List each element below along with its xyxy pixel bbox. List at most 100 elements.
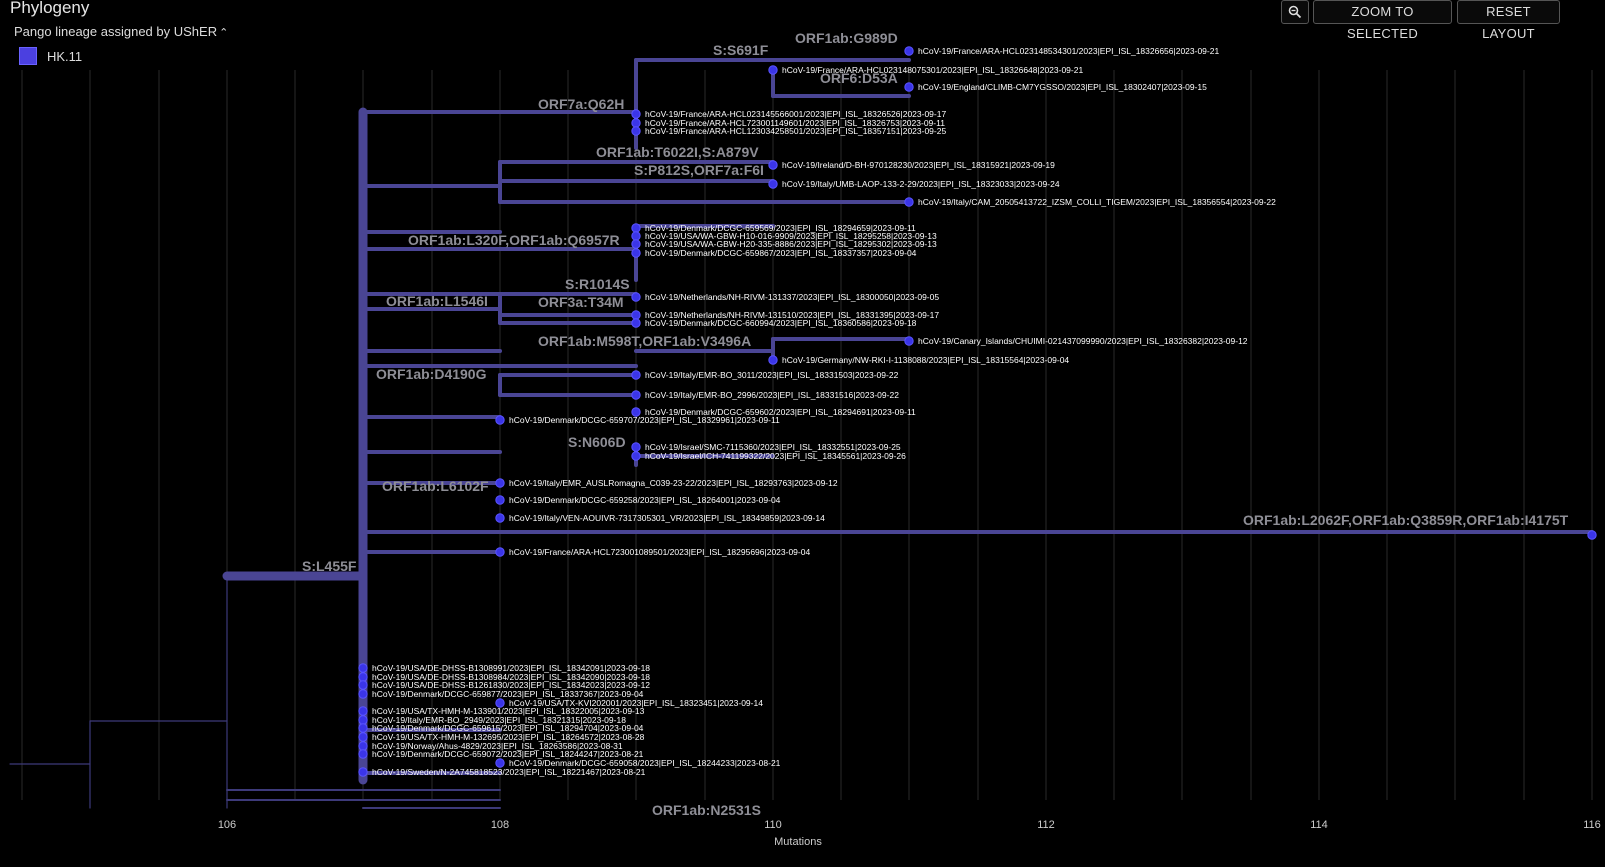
tip-label: hCoV-19/Denmark/DCGC-659877/2023|EPI_ISL… (372, 689, 644, 699)
tip-node (631, 239, 641, 249)
tip-label: hCoV-19/Denmark/DCGC-659058/2023|EPI_ISL… (509, 758, 781, 768)
zoom-to-selected-button[interactable]: ZOOM TO SELECTED (1313, 0, 1452, 41)
tip-node (904, 197, 914, 207)
tip-label: hCoV-19/France/ARA-HCL723001089501/2023|… (509, 547, 810, 557)
mutation-label: ORF1ab:N2531S (652, 802, 761, 818)
tip-label: hCoV-19/USA/DE-DHSS-B1308991/2023|EPI_IS… (372, 663, 650, 673)
axis-tick-label: 108 (491, 819, 509, 831)
tip-node (495, 415, 505, 425)
tip-label: hCoV-19/Norway/Ahus-4829/2023|EPI_ISL_18… (372, 741, 623, 751)
tip-label: hCoV-19/Denmark/DCGC-659707/2023|EPI_ISL… (509, 415, 780, 425)
tip-label: hCoV-19/Italy/EMR-BO_2996/2023|EPI_ISL_1… (645, 390, 899, 400)
tip-node (358, 732, 368, 742)
tip-label: hCoV-19/USA/DE-DHSS-B1261830/2023|EPI_IS… (372, 680, 650, 690)
tip-label: hCoV-19/England/CLIMB-CM7YGSSO/2023|EPI_… (918, 82, 1207, 92)
tip-label: hCoV-19/Denmark/DCGC-660994/2023|EPI_ISL… (645, 318, 917, 328)
tip-node (495, 547, 505, 557)
tip-node (768, 179, 778, 189)
tip-node (631, 231, 641, 241)
tip-label: hCoV-19/Italy/CAM_20505413722_IZSM_COLLI… (918, 197, 1276, 207)
tip-node (358, 672, 368, 682)
tip-node (358, 741, 368, 751)
tip-label: hCoV-19/Denmark/DCGC-659602/2023|EPI_ISL… (645, 407, 916, 417)
tip-node (495, 698, 505, 708)
tip-node (904, 82, 914, 92)
tip-label: hCoV-19/Netherlands/NH-RIVM-131337/2023|… (645, 292, 939, 302)
tip-label: hCoV-19/Denmark/DCGC-659615/2023|EPI_ISL… (372, 723, 644, 733)
tip-node (904, 336, 914, 346)
tip-label: hCoV-19/USA/WA-GBW-H20-335-8886/2023|EPI… (645, 239, 937, 249)
tip-node (358, 680, 368, 690)
tip-label: hCoV-19/Italy/VEN-AOUIVR-7317305301_VR/2… (509, 513, 825, 523)
color-by-label: Pango lineage assigned by UShER (14, 24, 218, 39)
mutation-label: ORF6:D53A (820, 70, 898, 86)
tip-node (631, 442, 641, 452)
tip-label: hCoV-19/France/ARA-HCL023145566001/2023|… (645, 109, 946, 119)
chevron-up-icon: ⌃ (219, 27, 229, 39)
tip-label: hCoV-19/France/ARA-HCL723001149601/2023|… (645, 118, 945, 128)
mutation-label: ORF1ab:T6022I,S:A879V (596, 144, 759, 160)
mutation-label: S:N606D (568, 434, 626, 450)
tip-node (495, 495, 505, 505)
tip-node (358, 689, 368, 699)
tip-node (904, 46, 914, 56)
tip-label: hCoV-19/Israel/ICH-741199322/2023|EPI_IS… (645, 451, 906, 461)
tip-node (631, 370, 641, 380)
tip-node (631, 118, 641, 128)
tip-label: hCoV-19/Ireland/D-BH-970128230/2023|EPI_… (782, 160, 1055, 170)
tip-label: hCoV-19/Sweden/N-2A745818523/2023|EPI_IS… (372, 767, 646, 777)
mutation-label: S:S691F (713, 42, 769, 58)
legend-item-hk11[interactable]: HK.11 (19, 47, 82, 65)
tip-label: hCoV-19/Italy/EMR-BO_3011/2023|EPI_ISL_1… (645, 370, 899, 380)
tip-label: hCoV-19/USA/TX-HMH-M-133901/2023|EPI_ISL… (372, 706, 645, 716)
tip-node (358, 663, 368, 673)
tip-node (495, 513, 505, 523)
tip-label: hCoV-19/France/ARA-HCL023148534301/2023|… (918, 46, 1219, 56)
tip-label: hCoV-19/Italy/EMR-BO_2949/2023|EPI_ISL_1… (372, 715, 626, 725)
mutation-label: ORF1ab:D4190G (376, 366, 487, 382)
mutation-label: ORF1ab:L6102F (382, 478, 489, 494)
tip-node (631, 390, 641, 400)
tip-node (1587, 530, 1597, 540)
tip-node (358, 767, 368, 777)
tip-node (631, 248, 641, 258)
tip-node (358, 723, 368, 733)
mutation-label: ORF1ab:L1546I (386, 293, 488, 309)
tip-node (631, 109, 641, 119)
mutation-label: ORF1ab:L2062F,ORF1ab:Q3859R,ORF1ab:I4175… (1243, 512, 1569, 528)
tip-node (631, 126, 641, 136)
tip-label: hCoV-19/Germany/NW-RKI-I-1138088/2023|EP… (782, 355, 1069, 365)
legend-label: HK.11 (47, 48, 83, 64)
axis-tick-label: 106 (218, 819, 236, 831)
tip-label: hCoV-19/Denmark/DCGC-659072/2023|EPI_ISL… (372, 749, 644, 759)
tip-node (631, 451, 641, 461)
tip-label: hCoV-19/Netherlands/NH-RIVM-131510/2023|… (645, 310, 939, 320)
axis-tick-label: 114 (1310, 819, 1328, 831)
tip-node (768, 65, 778, 75)
mutation-label: ORF1ab:M598T,ORF1ab:V3496A (538, 333, 751, 349)
mutation-label: ORF7a:Q62H (538, 96, 624, 112)
tip-label: hCoV-19/Canary_Islands/CHUIMI-0214370999… (918, 336, 1248, 346)
tip-label: hCoV-19/France/ARA-HCL023148075301/2023|… (782, 65, 1083, 75)
tip-node (631, 223, 641, 233)
tip-label: hCoV-19/USA/WA-GBW-H10-016-9909/2023|EPI… (645, 231, 937, 241)
magnifier-minus-icon (1288, 5, 1302, 19)
tip-node (495, 478, 505, 488)
zoom-button[interactable] (1281, 0, 1309, 24)
tip-label: hCoV-19/France/ARA-HCL123034258501/2023|… (645, 126, 946, 136)
color-by-dropdown[interactable]: Pango lineage assigned by UShER⌃ (14, 24, 228, 39)
tip-node (358, 715, 368, 725)
legend-swatch (19, 47, 37, 65)
tip-label: hCoV-19/Denmark/DCGC-659258/2023|EPI_ISL… (509, 495, 781, 505)
tip-node (631, 407, 641, 417)
mutation-label: ORF1ab:L320F,ORF1ab:Q6957R (408, 232, 620, 248)
axis-label: Mutations (774, 836, 822, 848)
tip-label: hCoV-19/Denmark/DCGC-659569/2023|EPI_ISL… (645, 223, 916, 233)
tip-node (631, 310, 641, 320)
tip-label: hCoV-19/Denmark/DCGC-659867/2023|EPI_ISL… (645, 248, 917, 258)
tip-node (358, 706, 368, 716)
tip-node (358, 749, 368, 759)
mutation-label: ORF1ab:G989D (795, 30, 898, 46)
reset-layout-button[interactable]: RESET LAYOUT (1457, 0, 1560, 41)
